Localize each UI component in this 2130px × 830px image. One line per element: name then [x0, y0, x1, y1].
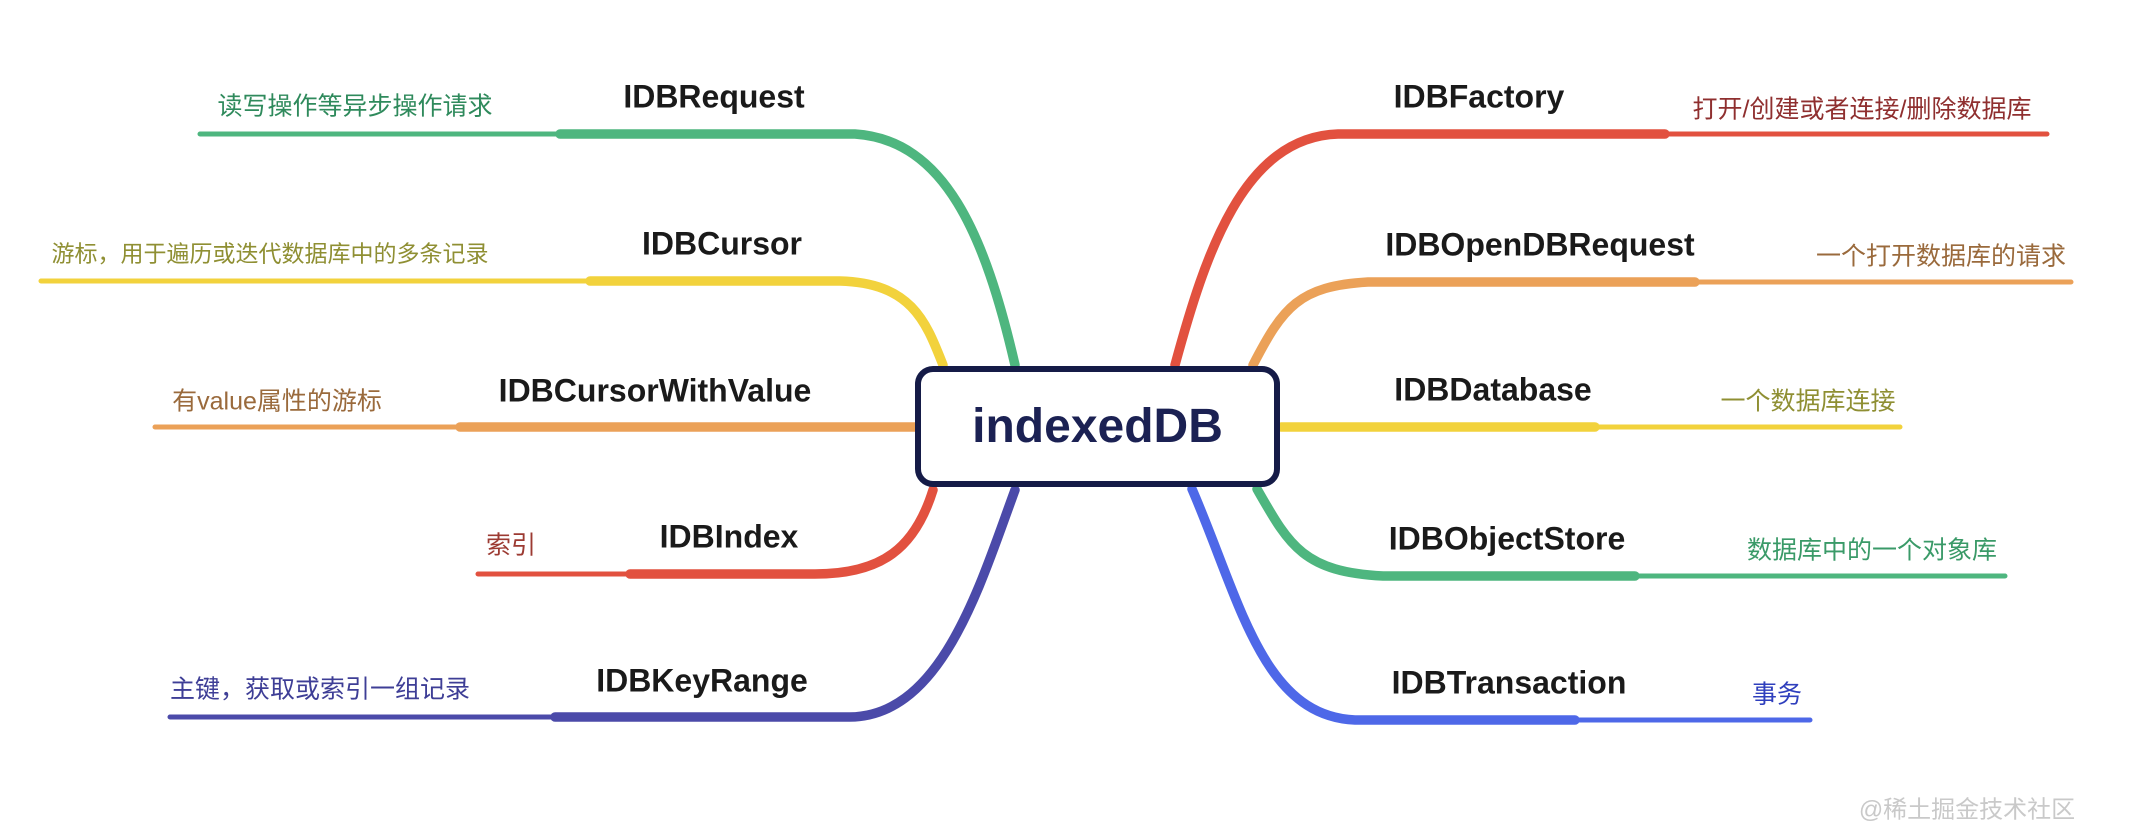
node-title-idbobjectstore[interactable]: IDBObjectStore: [1388, 520, 1626, 557]
node-note-idbdatabase[interactable]: 一个数据库连接: [1720, 387, 1896, 416]
node-title-idbcursor[interactable]: IDBCursor: [641, 225, 803, 262]
edge-idbkeyrange-main: [550, 485, 1020, 722]
node-title-idbkeyrange[interactable]: IDBKeyRange: [596, 662, 808, 699]
node-note-idbcursorwithvalue[interactable]: 有value属性的游标: [172, 387, 382, 416]
edge-idbindex-main: [625, 485, 938, 579]
node-note-idbtransaction[interactable]: 事务: [1751, 680, 1803, 709]
edge-idbcursor: [38, 278, 946, 368]
node-note-idbfactory[interactable]: 打开/创建或者连接/删除数据库: [1692, 95, 2032, 124]
edge-idbobjectstore-main: [1252, 484, 1640, 581]
node-note-idbcursor[interactable]: 游标，用于遍历或迭代数据库中的多条记录: [51, 240, 489, 267]
node-title-idbdatabase[interactable]: IDBDatabase: [1394, 371, 1592, 408]
node-title-idbfactory[interactable]: IDBFactory: [1393, 78, 1565, 115]
node-title-idbtransaction[interactable]: IDBTransaction: [1391, 664, 1627, 701]
node-title-idbopendbrequest[interactable]: IDBOpenDBRequest: [1385, 226, 1695, 263]
node-note-idbrequest[interactable]: 读写操作等异步操作请求: [217, 92, 493, 121]
node-title-idbrequest[interactable]: IDBRequest: [623, 78, 805, 115]
watermark: @稀土掘金技术社区: [1858, 796, 2076, 824]
edge-idbrequest-main: [555, 129, 1020, 370]
node-note-idbopendbrequest[interactable]: 一个打开数据库的请求: [1815, 242, 2067, 271]
node-note-idbobjectstore[interactable]: 数据库中的一个对象库: [1746, 536, 1998, 565]
edge-idbopendbrequest-main: [1248, 277, 1700, 370]
node-note-idbkeyrange[interactable]: 主键，获取或索引一组记录: [169, 675, 471, 704]
root-node-label: indexedDB: [972, 400, 1223, 453]
root-node-indexeddb[interactable]: indexedDB: [915, 366, 1280, 487]
edge-idbtransaction-main: [1187, 484, 1580, 725]
node-title-idbindex[interactable]: IDBIndex: [659, 518, 799, 555]
edge-idbfactory-main: [1170, 129, 1670, 370]
edge-idbopendbrequest: [1250, 279, 2074, 368]
node-note-idbindex[interactable]: 索引: [485, 531, 537, 560]
node-title-idbcursorwithvalue[interactable]: IDBCursorWithValue: [498, 372, 812, 409]
edge-idbcursor-main: [585, 276, 948, 370]
